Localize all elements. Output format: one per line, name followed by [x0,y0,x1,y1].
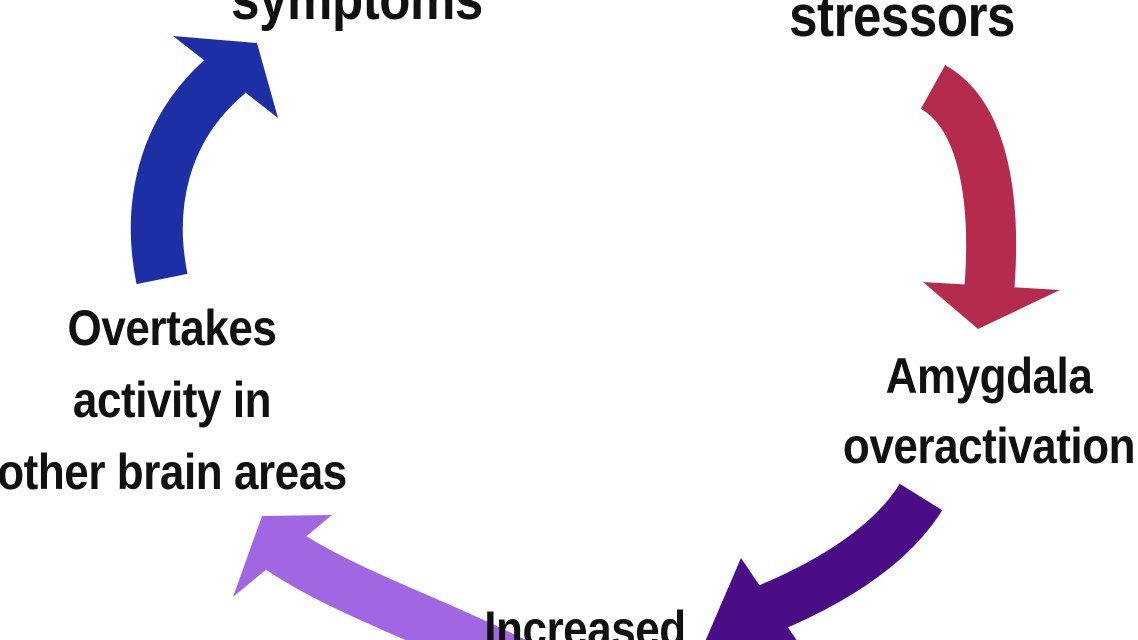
label-amygdala-line-2: overactivation [842,418,1136,474]
arrow-overtakes-to-symptoms-tail [130,52,247,285]
label-overtakes-line-1: Overtakes [67,300,277,356]
arrow-amygdala-to-increased-head [705,558,797,640]
arrow-stressors-to-amygdala-head [923,282,1060,329]
arrow-amygdala-to-increased [705,483,943,640]
arrow-stressors-to-amygdala-tail [919,65,1017,296]
label-overtakes-activity: Overtakes activity in other brain areas [0,292,347,508]
label-increased: Increased [484,601,686,640]
label-amygdala-line-1: Amygdala [885,348,1093,404]
label-overtakes-line-3: other brain areas [0,444,347,500]
label-amygdala-overactivation: Amygdala overactivation [842,341,1136,481]
label-overtakes-line-2: activity in [72,372,272,428]
arrow-amygdala-to-increased-tail [755,483,943,634]
arrow-overtakes-to-symptoms-head [173,36,278,118]
label-stressors: stressors [789,0,1015,49]
arrow-stressors-to-amygdala [919,65,1060,329]
arrow-increased-to-overtakes [233,515,526,640]
label-symptoms: symptoms [231,0,483,29]
arrow-increased-to-overtakes-head [233,515,332,597]
arrow-increased-to-overtakes-tail [266,528,526,640]
arrow-overtakes-to-symptoms [130,36,278,285]
